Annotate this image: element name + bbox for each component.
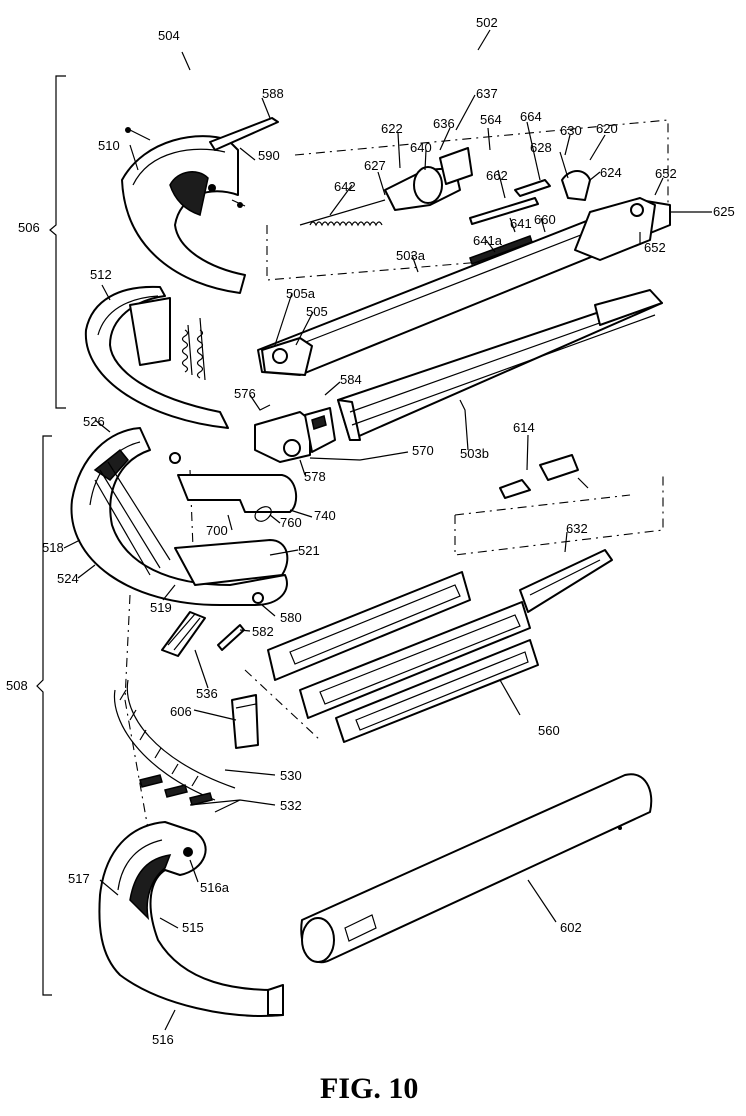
bracket-506 (50, 76, 66, 408)
clamp-block-576 (255, 408, 335, 462)
label-625: 625 (713, 204, 735, 219)
label-502: 502 (476, 15, 498, 30)
tube-602 (301, 774, 651, 962)
label-662: 662 (486, 168, 508, 183)
cover-510 (122, 118, 278, 293)
label-505: 505 (306, 304, 328, 319)
label-519: 519 (150, 600, 172, 615)
label-622: 622 (381, 121, 403, 136)
plate-632 (520, 550, 612, 612)
label-606: 606 (170, 704, 192, 719)
label-630: 630 (560, 123, 582, 138)
label-602: 602 (560, 920, 582, 935)
label-740: 740 (314, 508, 336, 523)
label-506: 506 (18, 220, 40, 235)
shell-512 (86, 287, 228, 428)
label-590: 590 (258, 148, 280, 163)
label-700: 700 (206, 523, 228, 538)
label-564: 564 (480, 112, 502, 127)
label-521: 521 (298, 543, 320, 558)
label-637: 637 (476, 86, 498, 101)
pin-582 (218, 625, 244, 650)
label-516a: 516a (200, 880, 230, 895)
label-510: 510 (98, 138, 120, 153)
tray-set-560 (268, 572, 538, 742)
label-518: 518 (42, 540, 64, 555)
blade-606 (232, 695, 258, 748)
label-640: 640 (410, 140, 432, 155)
label-532: 532 (280, 798, 302, 813)
label-526: 526 (83, 414, 105, 429)
label-517: 517 (68, 871, 90, 886)
label-515: 515 (182, 920, 204, 935)
label-508: 508 (6, 678, 28, 693)
label-614: 614 (513, 420, 535, 435)
label-530: 530 (280, 768, 302, 783)
jaw-516 (99, 822, 283, 1016)
label-652-top: 652 (655, 166, 677, 181)
label-636: 636 (433, 116, 455, 131)
label-628: 628 (530, 140, 552, 155)
label-620: 620 (596, 121, 618, 136)
label-504: 504 (158, 28, 180, 43)
label-582: 582 (252, 624, 274, 639)
label-627: 627 (364, 158, 386, 173)
label-588: 588 (262, 86, 284, 101)
trigger-assembly-622 (300, 148, 472, 225)
housing-503a (258, 198, 670, 375)
label-560: 560 (538, 723, 560, 738)
label-624: 624 (600, 165, 622, 180)
label-760: 760 (280, 515, 302, 530)
label-570: 570 (412, 443, 434, 458)
label-642: 642 (334, 179, 356, 194)
label-516: 516 (152, 1032, 174, 1047)
bracket-508 (37, 436, 52, 995)
cam-700 (170, 453, 296, 521)
label-660: 660 (534, 212, 556, 227)
figure-caption: FIG. 10 (320, 1072, 418, 1105)
label-652-bottom: 652 (644, 240, 666, 255)
part-614 (500, 455, 588, 498)
label-536: 536 (196, 686, 218, 701)
label-580: 580 (280, 610, 302, 625)
label-584: 584 (340, 372, 362, 387)
label-576: 576 (234, 386, 256, 401)
label-641a: 641a (473, 233, 503, 248)
label-503a: 503a (396, 248, 426, 263)
label-505a: 505a (286, 286, 316, 301)
label-578: 578 (304, 469, 326, 484)
label-664: 664 (520, 109, 542, 124)
label-503b: 503b (460, 446, 489, 461)
label-632: 632 (566, 521, 588, 536)
label-641: 641 (510, 216, 532, 231)
label-524: 524 (57, 571, 79, 586)
label-512: 512 (90, 267, 112, 282)
driver-536 (162, 612, 205, 656)
